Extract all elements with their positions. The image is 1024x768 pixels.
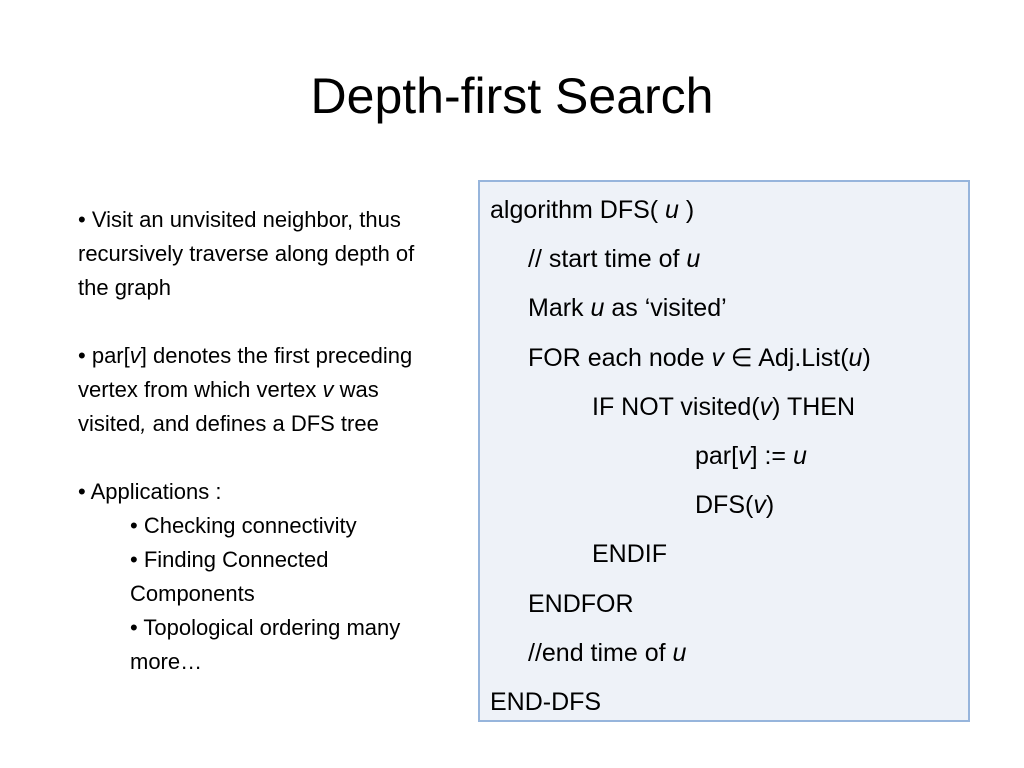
code-line: DFS(v) — [695, 491, 775, 520]
sub-bullet-item: • Topological ordering many more… — [130, 615, 401, 674]
code-line: par[v] := u — [695, 441, 807, 470]
code-line: IF NOT visited(v) THEN — [592, 392, 855, 421]
code-line: FOR each node v ∈ Adj.List(u) — [528, 343, 871, 372]
code-line: END-DFS — [490, 687, 602, 716]
bullet-list: • Visit an unvisited neighbor, thus recu… — [78, 203, 448, 679]
code-line: ENDIF — [592, 540, 667, 569]
sub-bullet-item: • Finding Connected Components — [130, 547, 329, 606]
slide-title: Depth-first Search — [310, 68, 714, 124]
code-line: // start time of u — [528, 245, 701, 274]
bullet-item: • par[v] denotes the first preceding ver… — [78, 343, 413, 436]
code-line: algorithm DFS( u ) — [490, 196, 695, 224]
code-line: Mark u as ‘visited’ — [528, 294, 727, 323]
bullet-item: • Visit an unvisited neighbor, thus recu… — [78, 207, 415, 300]
pseudocode-box: algorithm DFS( u ) // start time of u Ma… — [478, 180, 970, 722]
bullet-item: • Applications : — [78, 479, 222, 504]
code-line: //end time of u — [528, 638, 687, 667]
code-line: ENDFOR — [528, 589, 634, 618]
sub-bullet-item: • Checking connectivity — [130, 513, 357, 538]
